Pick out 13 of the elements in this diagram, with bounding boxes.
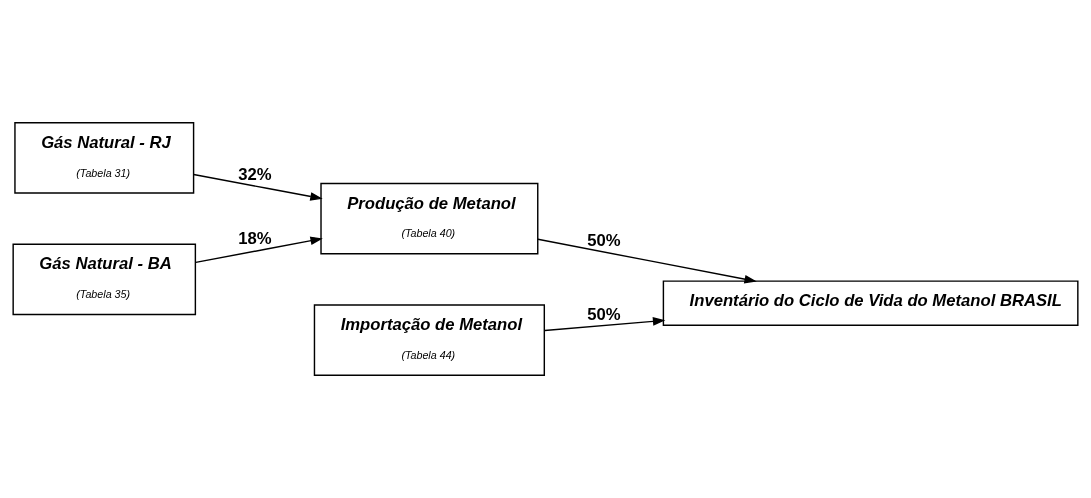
node-box: Gás Natural - RJ (Tabela 31) xyxy=(14,122,195,194)
node-box: Produção de Metanol (Tabela 40) xyxy=(320,182,539,255)
edge-label: 32% xyxy=(238,164,272,184)
edge-label: 50% xyxy=(587,231,621,251)
arrow xyxy=(544,317,666,332)
arrow xyxy=(537,238,757,284)
node-box: Importação de Metanol (Tabela 44) xyxy=(313,304,546,376)
node-box: Inventário do Ciclo de Vida do Metanol BRASIL xyxy=(662,280,1079,326)
node-box: Gás Natural - BA (Tabela 35) xyxy=(12,243,197,316)
edge-label: 18% xyxy=(238,228,272,248)
edge-label: 50% xyxy=(587,305,621,325)
arrow xyxy=(192,173,323,201)
arrow xyxy=(195,236,323,264)
